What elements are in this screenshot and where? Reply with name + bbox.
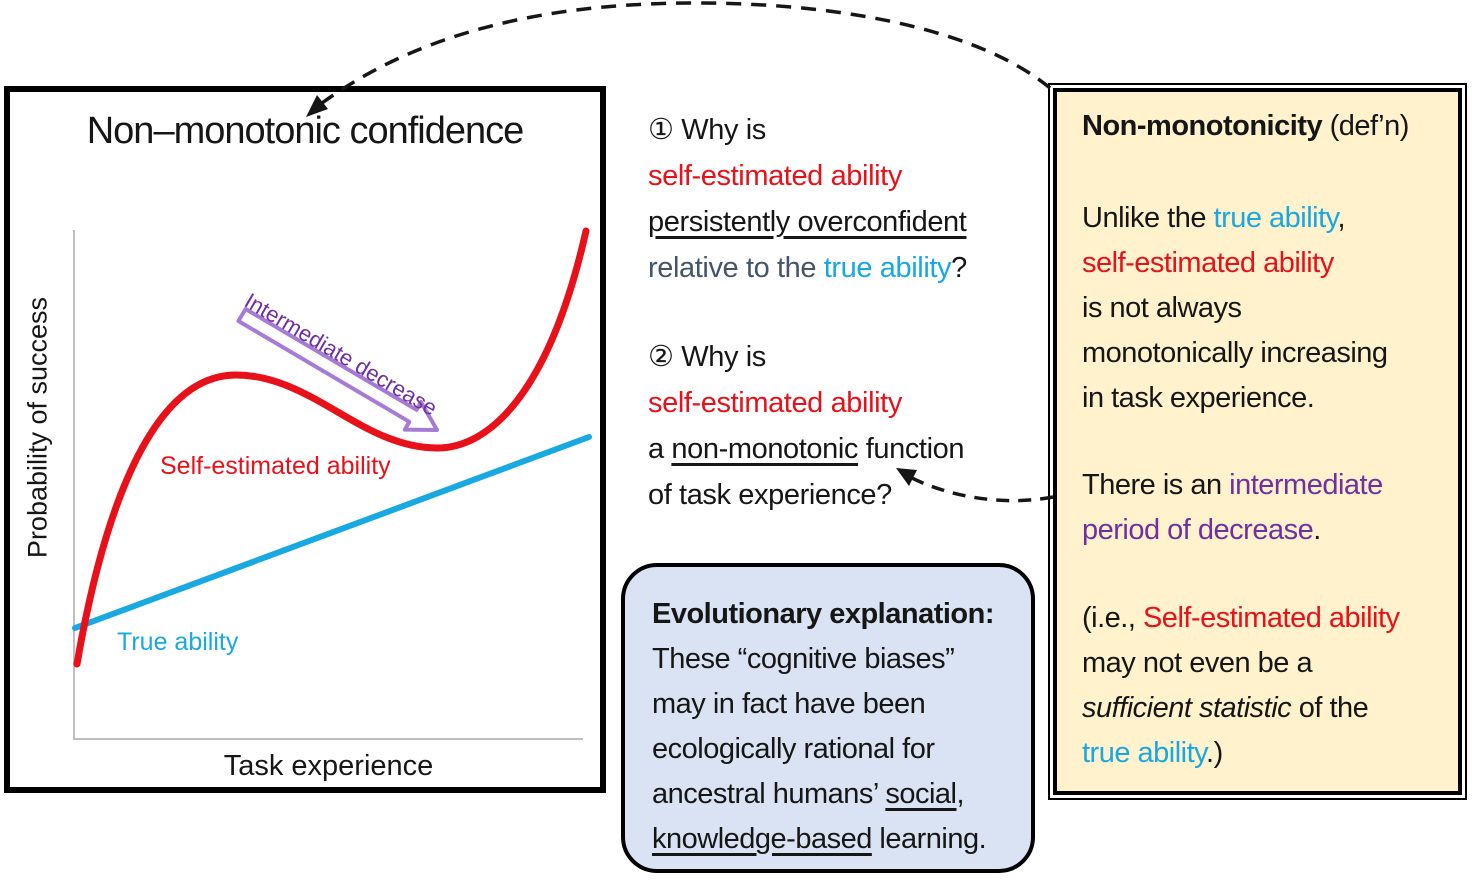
def-p3-line-3: sufficient statistic of the	[1082, 692, 1369, 724]
def-p2-line-1: There is an intermediate	[1082, 469, 1383, 501]
question-2-lead: Why is	[673, 341, 766, 373]
def-true-ability-1: true ability	[1213, 202, 1339, 234]
circled-2-icon: ②	[648, 341, 674, 373]
def-of-the-text: of the	[1291, 692, 1369, 724]
def-sufficient-statistic-text: sufficient statistic	[1082, 692, 1292, 724]
def-p3-line-2: may not even be a	[1082, 647, 1313, 679]
question-1: ① Why is self-estimated ability persiste…	[648, 107, 967, 291]
q1-relative-text: relative to the	[648, 252, 824, 284]
evolution-box-line-6: knowledge-based learning.	[652, 817, 1023, 862]
evolution-box-title: Evolutionary explanation:	[652, 598, 995, 630]
true-ability-line	[72, 434, 592, 631]
definition-box: Non-monotonicity (def’n) Unlike the true…	[1048, 83, 1467, 800]
question-2-line-2: self-estimated ability	[648, 387, 902, 419]
question-1-line-3: persistently overconfident	[648, 206, 967, 238]
question-2-line-1: ② Why is	[648, 334, 964, 380]
definition-paragraph-1: Unlike the true ability, self-estimated …	[1082, 196, 1452, 421]
question-2-line-3: a non-monotonic function	[648, 426, 964, 472]
y-axis-label: Probability of success	[22, 296, 53, 559]
question-1-line-2: self-estimated ability	[648, 160, 902, 192]
def-title-bold: Non-monotonicity	[1082, 110, 1323, 142]
x-axis-label: Task experience	[223, 750, 434, 782]
evolution-box-line-2: These “cognitive biases”	[652, 643, 955, 675]
evolution-box-line-5: ancestral humans’ social,	[652, 772, 1023, 817]
def-p1-line-5: in task experience.	[1082, 382, 1315, 414]
question-1-line-1: ① Why is	[648, 107, 967, 153]
def-p1-line-2: self-estimated ability	[1082, 247, 1334, 279]
evo-social-text: social	[885, 778, 957, 810]
def-title-rest: (def’n)	[1322, 110, 1410, 142]
evo-knowledge-based-text: knowledge-based	[652, 823, 872, 855]
definition-box-inner: Non-monotonicity (def’n) Unlike the true…	[1053, 88, 1462, 795]
evo-ancestral-text: ancestral humans’	[652, 778, 886, 810]
q2-a-text: a	[648, 433, 672, 465]
evolutionary-explanation-box: Evolutionary explanation: These “cogniti…	[621, 563, 1035, 873]
def-period-decrease-text: period of decrease	[1082, 514, 1314, 546]
def-p3-line-1: (i.e., Self-estimated ability	[1082, 602, 1400, 634]
def-p1-line-4: monotonically increasing	[1082, 337, 1388, 369]
def-p1-line-1: Unlike the true ability,	[1082, 202, 1346, 234]
chart-panel: Non–monotonic confidence Probability of …	[4, 86, 606, 793]
q1-true-ability-text: true ability	[823, 252, 952, 284]
question-1-lead: Why is	[673, 114, 766, 146]
chart-plot	[72, 227, 592, 740]
evolution-box-line-4: ecologically rational for	[652, 733, 935, 765]
def-p3-line-4: true ability.)	[1082, 737, 1223, 769]
intermediate-decrease-arrow	[236, 307, 439, 432]
definition-paragraph-2: There is an intermediate period of decre…	[1082, 463, 1452, 553]
def-there-is-text: There is an	[1082, 469, 1230, 501]
def-unlike-text: Unlike the	[1082, 202, 1214, 234]
true-ability-series-label: True ability	[117, 628, 239, 656]
def-comma: ,	[1337, 202, 1346, 234]
q2-function-text: function	[858, 433, 965, 465]
self-estimated-series-label: Self-estimated ability	[160, 452, 391, 480]
q2-non-monotonic-text: non-monotonic	[671, 433, 859, 465]
def-close-paren: .)	[1206, 737, 1223, 769]
question-2: ② Why is self-estimated ability a non-mo…	[648, 334, 964, 518]
circled-1-icon: ①	[648, 114, 674, 146]
axes-lines	[73, 230, 583, 740]
def-intermediate-text: intermediate	[1229, 469, 1383, 501]
chart-title: Non–monotonic confidence	[86, 110, 525, 152]
question-1-line-4: relative to the true ability?	[648, 245, 967, 291]
evo-comma: ,	[956, 778, 965, 810]
definition-paragraph-3: (i.e., Self-estimated ability may not ev…	[1082, 596, 1452, 776]
definition-box-title: Non-monotonicity (def’n)	[1082, 106, 1452, 146]
def-period-dot: .	[1313, 514, 1321, 546]
self-estimated-curve	[73, 227, 590, 668]
q1-question-mark: ?	[951, 252, 967, 284]
evolution-box-line-3: may in fact have been	[652, 688, 926, 720]
def-p1-line-3: is not always	[1082, 292, 1242, 324]
evo-learning-text: learning.	[871, 823, 987, 855]
question-2-line-4: of task experience?	[648, 479, 892, 511]
def-p2-line-2: period of decrease.	[1082, 514, 1321, 546]
def-ie-text: (i.e.,	[1082, 602, 1143, 634]
def-true-ability-2: true ability	[1082, 737, 1207, 769]
def-self-estimated-text: Self-estimated ability	[1142, 602, 1400, 634]
